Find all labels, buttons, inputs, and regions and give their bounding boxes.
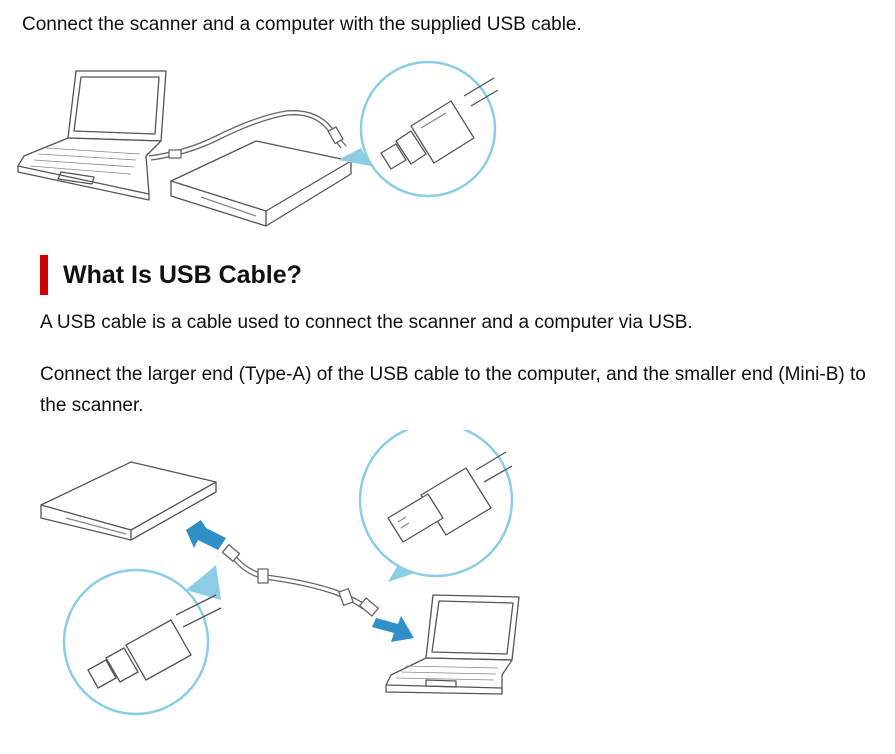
intro-text: Connect the scanner and a computer with …: [22, 14, 582, 35]
mini-b-plug-icon: [87, 594, 222, 689]
section-heading: What Is USB Cable?: [40, 255, 302, 295]
usb-cable: [221, 544, 379, 617]
scanner-icon: [170, 140, 352, 227]
usb-connection-illustration: [17, 60, 499, 227]
arrow-to-laptop-icon: [372, 616, 414, 642]
section-title: What Is USB Cable?: [63, 261, 302, 289]
laptop-icon: [17, 70, 167, 201]
laptop-icon: [385, 594, 520, 695]
usb-definition-text: A USB cable is a cable used to connect t…: [40, 312, 693, 333]
arrow-to-scanner-icon: [186, 520, 226, 550]
mini-b-plug-icon: [380, 77, 499, 170]
usb-instructions-text: Connect the larger end (Type-A) of the U…: [40, 364, 866, 416]
usb-cable-ends-illustration: [40, 430, 520, 716]
type-a-plug-icon: [387, 451, 513, 543]
scanner-icon: [40, 461, 217, 541]
heading-accent-bar: [40, 255, 48, 295]
usb-cable: [148, 110, 347, 161]
